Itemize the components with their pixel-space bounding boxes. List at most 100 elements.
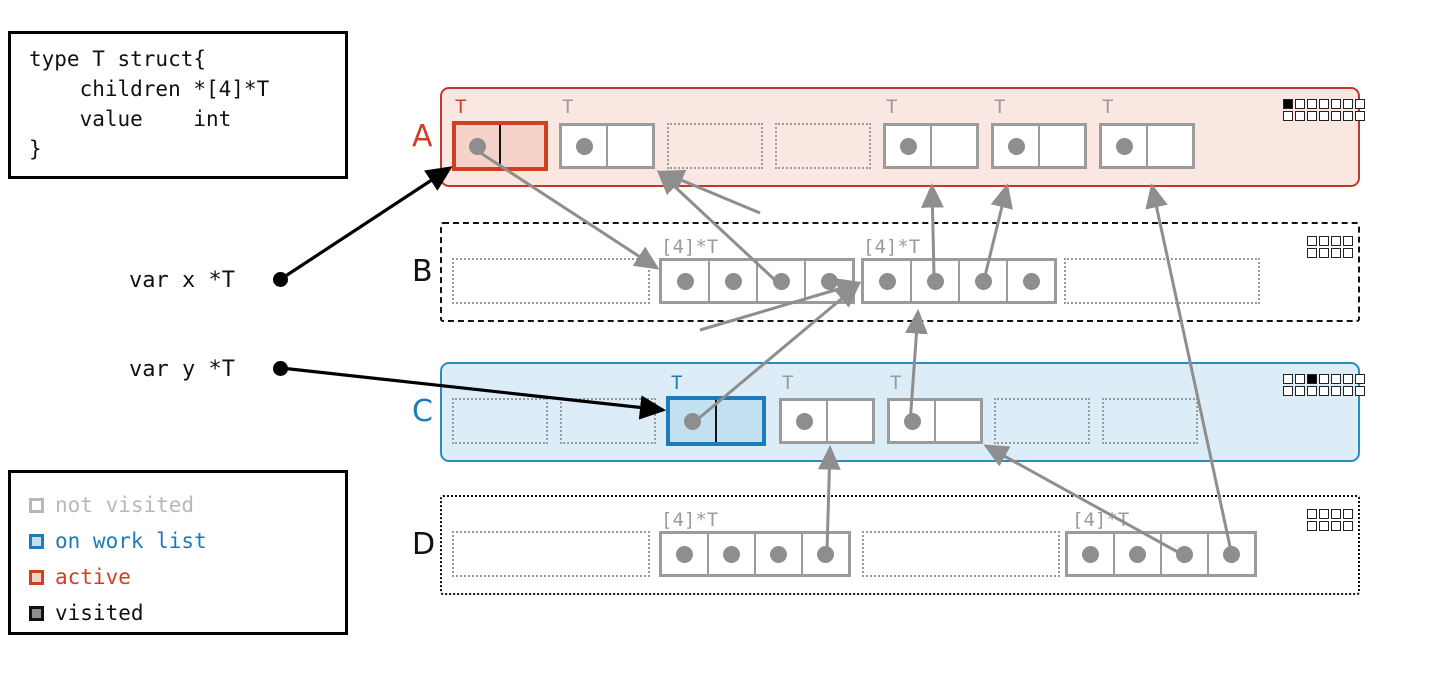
row-label-b: B <box>412 254 433 289</box>
row-a-object-4-cell-1 <box>932 126 976 166</box>
row-d-object-1-cell-0 <box>662 534 709 574</box>
row-a-object-4-cell-0 <box>886 126 932 166</box>
row-a-bitmap <box>1283 99 1365 121</box>
row-a-object-1-cell-1 <box>608 126 652 166</box>
bitmap-cell <box>1343 248 1353 258</box>
pointer-dot <box>676 272 694 290</box>
pointer-dot <box>1129 545 1146 563</box>
pointer-dot <box>469 137 486 155</box>
bitmap-cell <box>1283 99 1293 109</box>
row-d-bitmap <box>1307 509 1353 531</box>
row-b-object-2[interactable] <box>861 258 1057 304</box>
row-d-object-3-cell-2 <box>1162 534 1209 574</box>
legend-swatch-on-work-list <box>29 533 44 549</box>
bitmap-cell <box>1307 374 1317 384</box>
row-b-object-1-cell-2 <box>758 261 806 301</box>
bitmap-cell <box>1319 386 1329 396</box>
pointer-dot <box>1176 545 1193 563</box>
var-x-label: var x *T <box>129 268 235 293</box>
row-a-object-6-cell-0 <box>1102 126 1148 166</box>
row-d-object-3-cell-0 <box>1068 534 1115 574</box>
row-b-object-1[interactable] <box>659 258 855 304</box>
bitmap-cell <box>1307 509 1317 519</box>
bitmap-cell <box>1331 521 1341 531</box>
bitmap-cell <box>1319 374 1329 384</box>
bitmap-cell <box>1307 521 1317 531</box>
bitmap-cell <box>1355 99 1365 109</box>
row-b-object-2-cell-0 <box>864 261 912 301</box>
row-d-object-1-cell-1 <box>709 534 756 574</box>
bitmap-row <box>1283 374 1365 384</box>
bitmap-cell <box>1343 111 1353 121</box>
bitmap-cell <box>1319 99 1329 109</box>
row-label-c: C <box>412 394 433 429</box>
row-d-type-tag-1: [4]*T <box>661 509 719 531</box>
row-a-object-4[interactable] <box>883 123 979 169</box>
row-a-object-5-cell-0 <box>994 126 1040 166</box>
row-c-object-2[interactable] <box>666 396 766 446</box>
row-c-type-tag-4: T <box>890 372 902 394</box>
bitmap-cell <box>1355 386 1365 396</box>
row-a-object-5[interactable] <box>991 123 1087 169</box>
pointer-dot <box>878 272 896 290</box>
row-c-object-4[interactable] <box>887 398 983 444</box>
bitmap-cell <box>1307 99 1317 109</box>
bitmap-cell <box>1307 236 1317 246</box>
pointer-dot <box>795 412 813 430</box>
bitmap-row <box>1283 111 1365 121</box>
row-c-type-tag-2: T <box>671 372 683 394</box>
row-d-object-1-cell-3 <box>803 534 848 574</box>
bitmap-cell <box>1295 374 1305 384</box>
row-d-object-3-cell-1 <box>1115 534 1162 574</box>
pointer-dot <box>684 412 701 430</box>
row-a-object-0[interactable] <box>452 121 548 171</box>
legend-item-active: active <box>29 559 345 595</box>
pointer-dot <box>899 137 917 155</box>
row-a-object-6[interactable] <box>1099 123 1195 169</box>
bitmap-cell <box>1331 111 1341 121</box>
row-c-object-2-cell-0 <box>670 400 717 442</box>
bitmap-row <box>1283 386 1365 396</box>
legend-swatch-not-visited <box>29 497 44 513</box>
bitmap-cell <box>1319 111 1329 121</box>
row-c-type-tag-3: T <box>782 372 794 394</box>
bitmap-row <box>1307 248 1353 258</box>
pointer-dot <box>724 272 742 290</box>
pointer-dot <box>772 272 790 290</box>
row-d-type-tag-3: [4]*T <box>1072 509 1130 531</box>
row-a-empty-slot-3 <box>775 123 871 169</box>
row-d-empty-slot-2 <box>862 531 1060 577</box>
bitmap-cell <box>1307 111 1317 121</box>
row-b-type-tag-1: [4]*T <box>661 236 719 258</box>
var-y-label: var y *T <box>129 357 235 382</box>
row-a-empty-slot-2 <box>667 123 763 169</box>
bitmap-cell <box>1307 248 1317 258</box>
row-a-type-tag-4: T <box>886 96 898 118</box>
row-c-object-3-cell-1 <box>828 401 872 441</box>
row-c-empty-slot-5 <box>994 398 1090 444</box>
legend-box: not visited on work list active visited <box>8 470 348 635</box>
row-c-object-3[interactable] <box>779 398 875 444</box>
row-b-object-2-cell-3 <box>1008 261 1054 301</box>
row-a-object-1-cell-0 <box>562 126 608 166</box>
row-d-empty-slot-0 <box>452 531 650 577</box>
row-a-object-6-cell-1 <box>1148 126 1192 166</box>
type-definition-code: type T struct{ children *[4]*T value int… <box>29 47 270 161</box>
row-a-object-1[interactable] <box>559 123 655 169</box>
row-d-object-1[interactable] <box>659 531 851 577</box>
row-c-empty-slot-1 <box>560 398 656 444</box>
bitmap-cell <box>1331 248 1341 258</box>
bitmap-cell <box>1355 374 1365 384</box>
bitmap-cell <box>1343 99 1353 109</box>
row-d-object-3-cell-3 <box>1209 534 1254 574</box>
row-b-empty-slot-0 <box>452 258 650 304</box>
bitmap-cell <box>1295 111 1305 121</box>
bitmap-cell <box>1295 386 1305 396</box>
bitmap-cell <box>1331 236 1341 246</box>
row-d-object-3[interactable] <box>1065 531 1257 577</box>
bitmap-cell <box>1283 374 1293 384</box>
pointer-dot <box>926 272 944 290</box>
row-b-object-2-cell-1 <box>912 261 960 301</box>
bitmap-cell <box>1331 99 1341 109</box>
bitmap-cell <box>1319 248 1329 258</box>
